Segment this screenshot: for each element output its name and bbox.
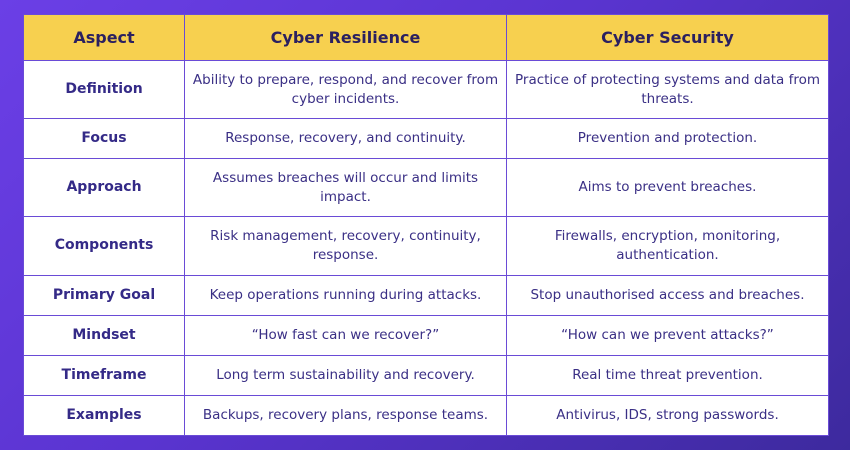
table-row: Timeframe Long term sustainability and r…	[23, 354, 829, 396]
aspect-cell: Examples	[23, 394, 185, 437]
table-row: Mindset “How fast can we recover?” “How …	[23, 314, 829, 356]
security-cell: Practice of protecting systems and data …	[506, 59, 829, 120]
aspect-cell: Mindset	[23, 314, 185, 356]
resilience-cell: Keep operations running during attacks.	[184, 274, 507, 316]
table-row: Examples Backups, recovery plans, respon…	[23, 394, 829, 437]
resilience-cell: Response, recovery, and continuity.	[184, 118, 507, 160]
table-row: Components Risk management, recovery, co…	[23, 216, 829, 276]
table-body: Definition Ability to prepare, respond, …	[23, 59, 829, 437]
resilience-cell: Risk management, recovery, continuity, r…	[184, 216, 507, 276]
comparison-table-container: Aspect Cyber Resilience Cyber Security D…	[23, 14, 829, 437]
security-cell: “How can we prevent attacks?”	[506, 314, 829, 356]
aspect-cell: Definition	[23, 59, 185, 120]
security-cell: Aims to prevent breaches.	[506, 158, 829, 218]
table-row: Primary Goal Keep operations running dur…	[23, 274, 829, 316]
aspect-cell: Primary Goal	[23, 274, 185, 316]
header-aspect: Aspect	[23, 14, 185, 61]
header-cyber-resilience: Cyber Resilience	[184, 14, 507, 61]
table-row: Approach Assumes breaches will occur and…	[23, 158, 829, 218]
security-cell: Real time threat prevention.	[506, 354, 829, 396]
security-cell: Prevention and protection.	[506, 118, 829, 160]
resilience-cell: Backups, recovery plans, response teams.	[184, 394, 507, 437]
aspect-cell: Components	[23, 216, 185, 276]
resilience-cell: Ability to prepare, respond, and recover…	[184, 59, 507, 120]
resilience-cell: Long term sustainability and recovery.	[184, 354, 507, 396]
security-cell: Antivirus, IDS, strong passwords.	[506, 394, 829, 437]
aspect-cell: Approach	[23, 158, 185, 218]
security-cell: Stop unauthorised access and breaches.	[506, 274, 829, 316]
table-row: Focus Response, recovery, and continuity…	[23, 118, 829, 160]
resilience-cell: “How fast can we recover?”	[184, 314, 507, 356]
table-row: Definition Ability to prepare, respond, …	[23, 59, 829, 120]
security-cell: Firewalls, encryption, monitoring, authe…	[506, 216, 829, 276]
aspect-cell: Timeframe	[23, 354, 185, 396]
table-header: Aspect Cyber Resilience Cyber Security	[23, 14, 829, 61]
aspect-cell: Focus	[23, 118, 185, 160]
comparison-table: Aspect Cyber Resilience Cyber Security D…	[23, 14, 829, 437]
resilience-cell: Assumes breaches will occur and limits i…	[184, 158, 507, 218]
header-cyber-security: Cyber Security	[506, 14, 829, 61]
header-row: Aspect Cyber Resilience Cyber Security	[23, 14, 829, 61]
